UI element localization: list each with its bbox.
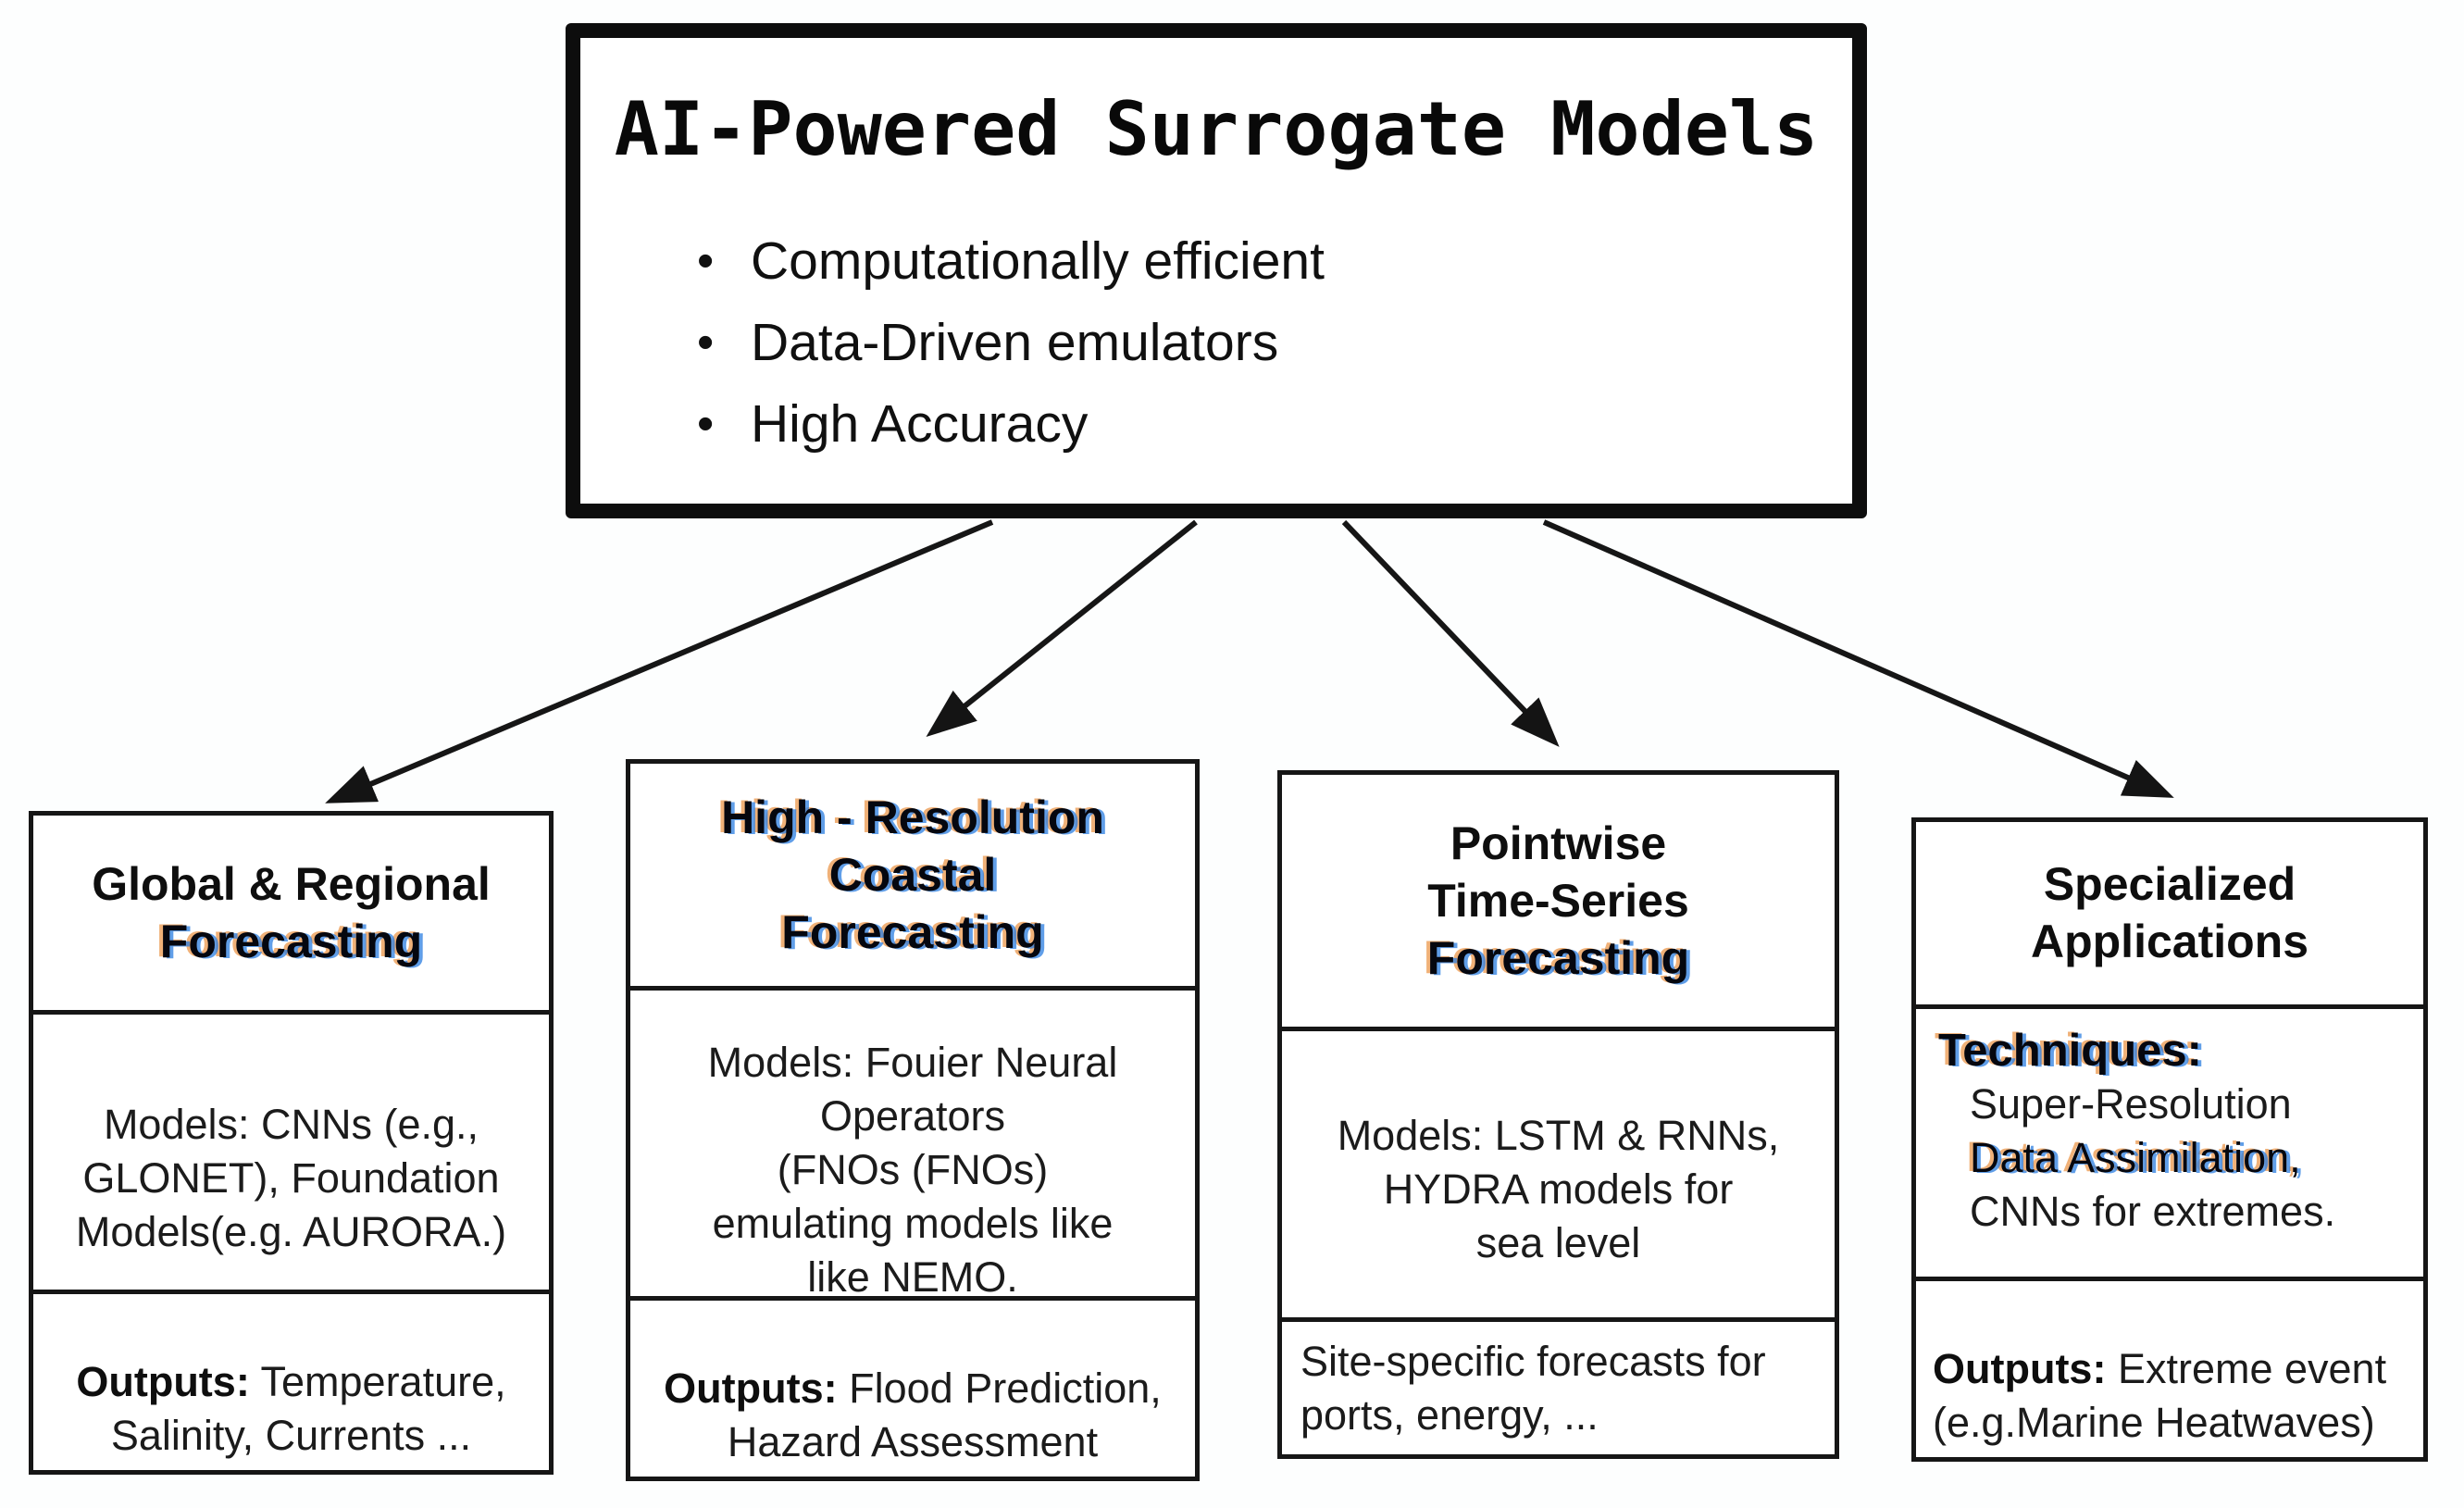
header-line: Forecasting — [1426, 932, 1690, 984]
branch-header: High - Resolution Coastal Forecasting — [630, 764, 1195, 986]
branch-header: Specialized Applications — [1916, 822, 2423, 1004]
section-models: Models: CNNs (e.g., GLONET), Foundation … — [33, 1009, 549, 1290]
arrow-to-global-regional — [325, 519, 994, 804]
header-line: Global & Regional — [92, 857, 491, 910]
branch-box-global-regional-forecasting: Global & Regional Forecasting Models: CN… — [29, 811, 554, 1475]
root-bullet: High Accuracy — [690, 383, 1852, 465]
root-box-title: AI-Powered Surrogate Models — [614, 86, 1819, 172]
section-models: Models: LSTM & RNNs, HYDRA models for se… — [1282, 1027, 1835, 1317]
site-text: Site-specific forecasts for ports, energ… — [1300, 1337, 1766, 1439]
root-box-bullets: Computationally efficient Data-Driven em… — [580, 220, 1852, 465]
arrow-to-pointwise — [1341, 519, 1560, 747]
technique-line: Super-Resolution — [1970, 1079, 2292, 1128]
section-models: Models: Fouier Neural Operators (FNOs (F… — [630, 986, 1195, 1301]
header-line: Pointwise — [1450, 817, 1667, 869]
header-line: Applications — [2030, 916, 2309, 968]
arrow-to-coastal — [926, 519, 1198, 737]
outputs-text: Temperature, Salinity, Currents ... — [110, 1358, 506, 1459]
section-site-specific: Site-specific forecasts for ports, energ… — [1282, 1317, 1835, 1454]
technique-line: Data Assimilation, — [1970, 1133, 2301, 1181]
header-line: Time-Series — [1427, 875, 1689, 927]
outputs-label: Outputs: — [664, 1365, 838, 1412]
branch-header: Pointwise Time-Series Forecasting — [1282, 775, 1835, 1027]
models-label: Models: — [103, 1101, 250, 1149]
header-line: Coastal — [828, 849, 997, 901]
header-line: High - Resolution — [721, 791, 1104, 843]
techniques-label: Techniques: — [1938, 1025, 2202, 1076]
models-label: Models: — [1337, 1112, 1484, 1159]
section-outputs: Outputs: Temperature, Salinity, Currents… — [33, 1290, 549, 1470]
header-line: Forecasting — [781, 906, 1044, 958]
outputs-label: Outputs: — [76, 1358, 250, 1405]
branch-box-pointwise-time-series: Pointwise Time-Series Forecasting Models… — [1277, 770, 1839, 1459]
branch-box-coastal-forecasting: High - Resolution Coastal Forecasting Mo… — [626, 759, 1200, 1481]
header-line: Forecasting — [159, 915, 423, 967]
section-outputs: Outputs: Extreme event (e.g.Marine Heatw… — [1916, 1277, 2423, 1457]
outputs-label: Outputs: — [1933, 1345, 2107, 1392]
arrow-to-specialized — [1542, 519, 2174, 798]
technique-line: CNNs for extremes. — [1970, 1187, 2336, 1235]
root-bullet: Data-Driven emulators — [690, 302, 1852, 383]
models-text: CNNs (e.g., GLONET), Foundation Models(e… — [75, 1101, 507, 1256]
header-line: Specialized — [2043, 858, 2296, 911]
models-label: Models: — [707, 1039, 854, 1086]
outputs-text: Extreme event (e.g.Marine Heatwaves) — [1933, 1345, 2387, 1446]
branch-header: Global & Regional Forecasting — [33, 816, 549, 1010]
models-text: Fouier Neural Operators (FNOs (FNOs) emu… — [712, 1039, 1118, 1301]
section-techniques: Techniques: Super-Resolution Data Assimi… — [1916, 1003, 2423, 1277]
root-box: AI-Powered Surrogate Models Computationa… — [566, 23, 1867, 518]
root-bullet: Computationally efficient — [690, 220, 1852, 302]
section-outputs: Outputs: Flood Prediction, Hazard Assess… — [630, 1296, 1195, 1477]
outputs-text: Flood Prediction, Hazard Assessment — [727, 1365, 1162, 1465]
models-text: LSTM & RNNs, HYDRA models for sea level — [1383, 1112, 1780, 1266]
branch-box-specialized-applications: Specialized Applications Techniques: Sup… — [1911, 817, 2428, 1462]
